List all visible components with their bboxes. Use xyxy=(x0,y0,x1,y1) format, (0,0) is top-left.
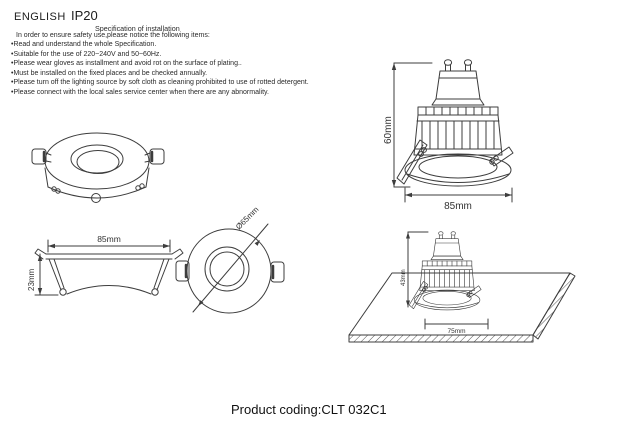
trim-ring-perspective-drawing xyxy=(31,132,165,203)
spec-title: Specification of installation xyxy=(95,24,180,33)
recess-depth-label: 43mm xyxy=(401,269,407,286)
assembled-height-label: 60mm xyxy=(383,116,394,144)
product-coding: Product coding:CLT 032C1 xyxy=(231,402,387,417)
top-view-diameter-label: Ø65mm xyxy=(234,205,261,232)
ip-rating-label: IP20 xyxy=(71,8,98,23)
assembled-width-label: 85mm xyxy=(444,201,472,212)
spec-intro: In order to ensure safety use,please not… xyxy=(16,32,210,39)
spec-item-list: •Read and understand the whole Specifica… xyxy=(11,40,309,98)
installed-view-drawing: 43mm 75mm xyxy=(348,231,576,343)
cutout-width-label: 75mm xyxy=(447,328,465,335)
spec-item: •Suitable for the use of 220~240V and 50… xyxy=(11,50,162,58)
spec-item: •Please wear gloves as installment and a… xyxy=(11,60,242,68)
recessed-spotlight-art xyxy=(396,59,514,187)
language-label: ENGLISH xyxy=(14,11,66,23)
trim-top-view-drawing: Ø65mm xyxy=(175,205,285,314)
recessed-spotlight-art xyxy=(408,231,482,311)
trim-width-label: 85mm xyxy=(97,234,121,244)
assembled-fixture-drawing: 60mm 85mm xyxy=(383,59,514,212)
trim-height-label: 23mm xyxy=(27,268,36,291)
trim-elevation-drawing: 85mm 23mm xyxy=(27,234,184,296)
spec-item: •Must be installed on the fixed places a… xyxy=(11,69,208,77)
spec-item: •Please turn off the lighting source by … xyxy=(11,79,309,87)
spec-item: •Read and understand the whole Specifica… xyxy=(11,41,157,48)
spec-item: •Please connect with the local sales ser… xyxy=(11,88,269,96)
